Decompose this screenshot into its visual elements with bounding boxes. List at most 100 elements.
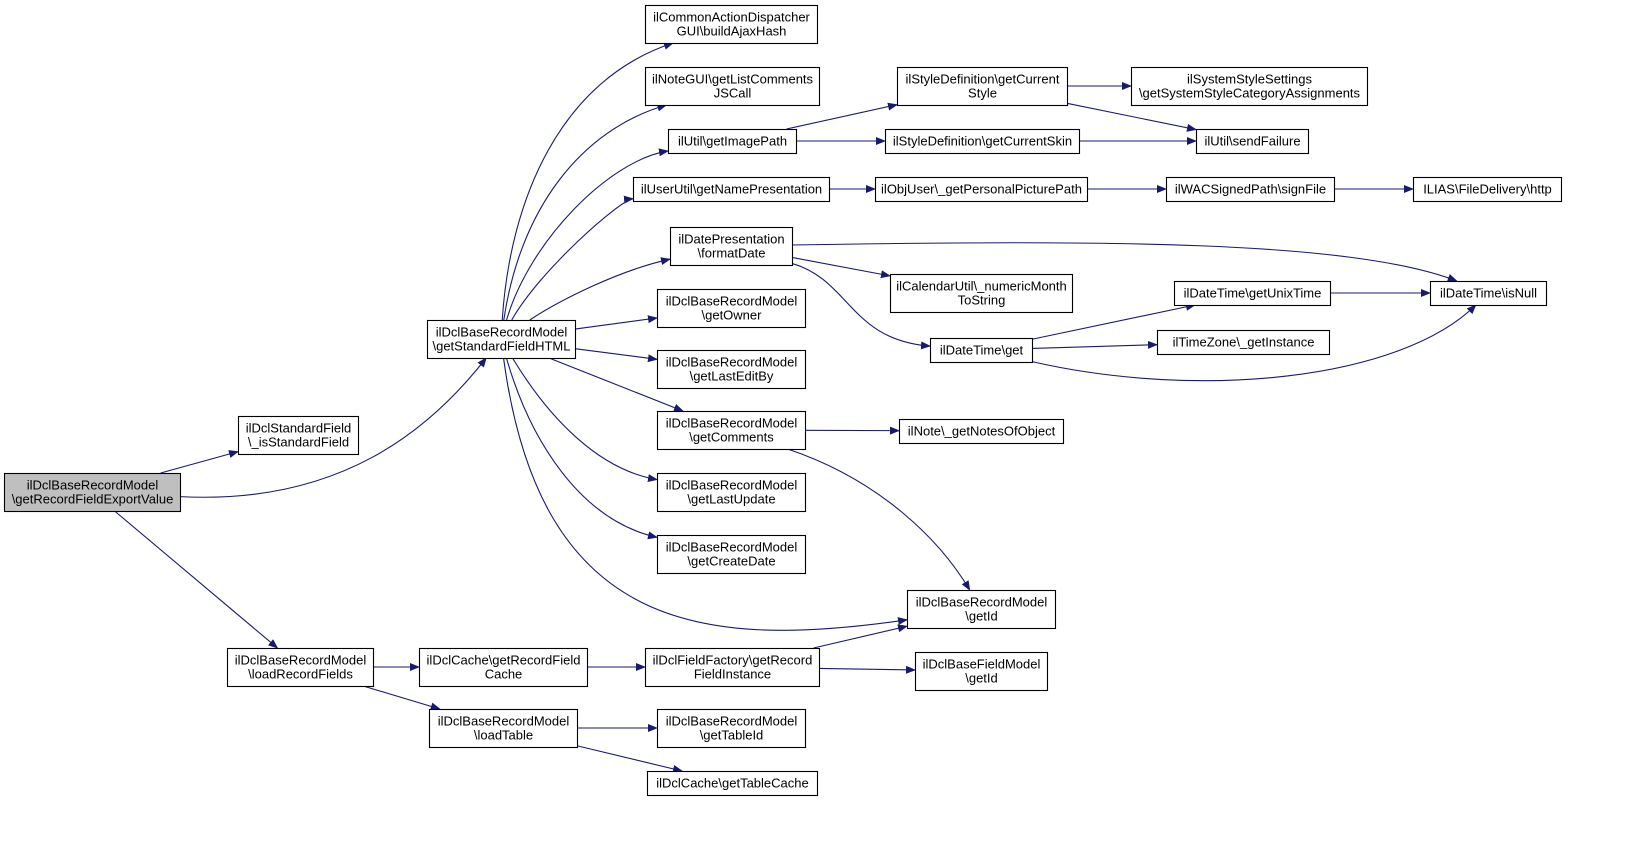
- node-label: ilDclBaseRecordModel: [666, 355, 798, 370]
- node-label: ilDateTime\get: [940, 343, 1024, 358]
- node-label: \_isStandardField: [248, 435, 349, 450]
- node-box: [1195, 128, 1310, 155]
- node-getOwner[interactable]: ilDclBaseRecordModel\getOwner: [656, 288, 807, 329]
- node-label: ilDclCache\getTableCache: [656, 776, 808, 791]
- edge-getStandardFieldHTML-to-getLastEditBy: [574, 348, 658, 363]
- edge-root-to-loadRecordFields: [114, 510, 279, 649]
- node-getStandardFieldHTML[interactable]: ilDclBaseRecordModel\getStandardFieldHTM…: [426, 319, 577, 360]
- node-box: [884, 128, 1081, 155]
- node-box: [1156, 329, 1331, 356]
- node-label: ilStyleDefinition\getCurrent: [906, 72, 1060, 87]
- node-box: [418, 647, 589, 688]
- node-label: ilDclBaseFieldModel: [923, 657, 1041, 672]
- node-getLastEditBy[interactable]: ilDclBaseRecordModel\getLastEditBy: [656, 349, 807, 390]
- node-label: ilDclBaseRecordModel: [438, 714, 570, 729]
- node-isNull[interactable]: ilDateTime\isNull: [1429, 280, 1548, 307]
- node-getPersonalPicturePath[interactable]: ilObjUser\_getPersonalPicturePath: [874, 176, 1089, 203]
- node-getImagePath[interactable]: ilUtil\getImagePath: [667, 128, 798, 155]
- node-box: [906, 589, 1057, 630]
- node-buildAjaxHash[interactable]: ilCommonActionDispatcherGUI\buildAjaxHas…: [644, 4, 819, 45]
- node-label: ToString: [958, 293, 1006, 308]
- edge-getComments-to-recordGetId: [787, 448, 971, 591]
- node-label: ilDclFieldFactory\getRecord: [653, 653, 813, 668]
- edge-getStandardFieldHTML-to-getOwner: [574, 315, 658, 330]
- node-box: [896, 66, 1069, 107]
- edges-layer: [114, 42, 1477, 773]
- node-label: ilDclBaseRecordModel: [436, 325, 568, 340]
- node-fieldGetId[interactable]: ilDclBaseFieldModel\getId: [914, 651, 1049, 692]
- node-getCurrentSkin[interactable]: ilStyleDefinition\getCurrentSkin: [884, 128, 1081, 155]
- node-getSystemStyleCategoryAssignments[interactable]: ilSystemStyleSettings\getSystemStyleCate…: [1130, 66, 1369, 107]
- node-label: ilDclBaseRecordModel: [666, 294, 798, 309]
- node-sendFailure[interactable]: ilUtil\sendFailure: [1195, 128, 1310, 155]
- node-box: [656, 472, 807, 513]
- node-box: [898, 418, 1065, 445]
- node-getNotesOfObject[interactable]: ilNote\_getNotesOfObject: [898, 418, 1065, 445]
- edge-root-to-isStandardField: [160, 450, 239, 474]
- node-label: FieldInstance: [694, 667, 771, 682]
- edge-formatDate-to-dateTimeGet: [791, 262, 931, 350]
- node-label: ilUtil\sendFailure: [1204, 134, 1300, 149]
- node-box: [656, 534, 807, 575]
- node-label: ilWACSignedPath\signFile: [1175, 182, 1326, 197]
- node-label: ilDclBaseRecordModel: [27, 478, 159, 493]
- node-box: [656, 288, 807, 329]
- node-label: \loadTable: [474, 728, 533, 743]
- edge-getStandardFieldHTML-to-getCreateDate: [505, 357, 658, 540]
- node-label: Cache: [485, 667, 523, 682]
- node-isStandardField[interactable]: ilDclStandardField\_isStandardField: [237, 415, 360, 456]
- node-loadTable[interactable]: ilDclBaseRecordModel\loadTable: [428, 708, 579, 749]
- node-label: \getSystemStyleCategoryAssignments: [1139, 86, 1361, 101]
- node-label: \getComments: [689, 430, 774, 445]
- node-box: [644, 4, 819, 45]
- node-box: [669, 226, 794, 267]
- node-getTableCache[interactable]: ilDclCache\getTableCache: [646, 770, 819, 797]
- node-getInstance[interactable]: ilTimeZone\_getInstance: [1156, 329, 1331, 356]
- node-label: ilDclBaseRecordModel: [916, 595, 1048, 610]
- node-box: [929, 337, 1034, 364]
- node-getCreateDate[interactable]: ilDclBaseRecordModel\getCreateDate: [656, 534, 807, 575]
- edge-loadTable-to-getTableCache: [576, 745, 684, 773]
- edge-dateTimeGet-to-isNull: [1031, 304, 1477, 382]
- node-recordGetId[interactable]: ilDclBaseRecordModel\getId: [906, 589, 1057, 630]
- edge-getStandardFieldHTML-to-getImagePath: [506, 148, 669, 321]
- node-label: ilSystemStyleSettings: [1187, 72, 1312, 87]
- node-root[interactable]: ilDclBaseRecordModel\getRecordFieldExpor…: [3, 472, 182, 513]
- node-box: [656, 349, 807, 390]
- node-label: \getStandardFieldHTML: [432, 339, 570, 354]
- node-label: ilUserUtil\getNamePresentation: [641, 182, 822, 197]
- node-box: [646, 770, 819, 797]
- edge-getRecordFieldInstance-to-recordGetId: [813, 624, 908, 649]
- node-loadRecordFields[interactable]: ilDclBaseRecordModel\loadRecordFields: [226, 647, 375, 688]
- edge-getRecordFieldInstance-to-fieldGetId: [818, 665, 916, 674]
- node-box: [656, 708, 807, 749]
- node-box: [644, 66, 821, 107]
- node-box: [1165, 176, 1336, 203]
- node-getUnixTime[interactable]: ilDateTime\getUnixTime: [1173, 280, 1332, 307]
- node-label: \getTableId: [700, 728, 764, 743]
- node-dateTimeGet[interactable]: ilDateTime\get: [929, 337, 1034, 364]
- node-getNamePresentation[interactable]: ilUserUtil\getNamePresentation: [632, 176, 831, 203]
- edge-getImagePath-to-getCurrentStyle: [786, 102, 898, 130]
- edge-loadRecordFields-to-loadTable: [363, 685, 441, 711]
- node-getTableId[interactable]: ilDclBaseRecordModel\getTableId: [656, 708, 807, 749]
- node-label: ilDclBaseRecordModel: [666, 416, 798, 431]
- node-formatDate[interactable]: ilDatePresentation\formatDate: [669, 226, 794, 267]
- node-label: ilStyleDefinition\getCurrentSkin: [893, 134, 1072, 149]
- edge-formatDate-to-isNull: [791, 242, 1458, 282]
- node-box: [1429, 280, 1548, 307]
- node-getComments[interactable]: ilDclBaseRecordModel\getComments: [656, 410, 807, 451]
- node-http[interactable]: ILIAS\FileDelivery\http: [1412, 176, 1563, 203]
- node-label: \formatDate: [698, 246, 766, 261]
- edge-dateTimeGet-to-getUnixTime: [1031, 302, 1196, 340]
- node-signFile[interactable]: ilWACSignedPath\signFile: [1165, 176, 1336, 203]
- node-getLastUpdate[interactable]: ilDclBaseRecordModel\getLastUpdate: [656, 472, 807, 513]
- node-box: [667, 128, 798, 155]
- node-label: ilTimeZone\_getInstance: [1173, 335, 1315, 350]
